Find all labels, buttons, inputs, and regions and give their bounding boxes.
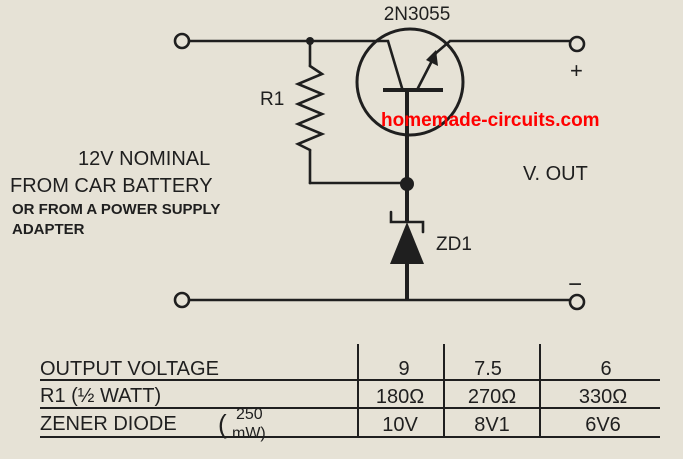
voltage-cell-2: 7.5	[474, 358, 502, 380]
input-label-line1: 12V NOMINAL	[78, 148, 210, 170]
rating-paren: (	[218, 409, 227, 439]
voltage-cell-1: 9	[398, 358, 409, 380]
zener-cell-1: 10V	[382, 414, 418, 436]
zener-triangle	[390, 222, 424, 264]
voltage-cell-3: 6	[600, 358, 611, 380]
base-junction-dot	[400, 177, 414, 191]
watermark-text: homemade-circuits.com	[381, 110, 600, 131]
rating-top: 250	[236, 406, 263, 423]
output-plus-sign: +	[570, 58, 583, 83]
transistor-body	[355, 27, 465, 137]
resistor-cell-3: 330Ω	[579, 386, 627, 408]
input-positive-terminal	[173, 32, 191, 50]
output-positive-rail	[434, 39, 572, 55]
resistor-cell-1: 180Ω	[376, 386, 424, 408]
transistor-collector	[376, 39, 404, 90]
zener-cell-2: 8V1	[474, 414, 510, 436]
zener-label: ZD1	[436, 234, 472, 255]
zener-cell-3: 6V6	[585, 414, 621, 436]
emitter-arrow	[426, 50, 438, 66]
table-row-output-voltage-label: OUTPUT VOLTAGE	[40, 358, 219, 380]
output-label: V. OUT	[523, 163, 588, 185]
input-label-line3: OR FROM A POWER SUPPLY	[12, 201, 220, 218]
table-row-zener-label: ZENER DIODE	[40, 413, 177, 435]
output-minus-sign: −	[568, 271, 582, 298]
input-label-line4: ADAPTER	[12, 221, 85, 238]
resistor-cell-2: 270Ω	[468, 386, 516, 408]
output-negative-terminal	[568, 293, 586, 311]
resistor-label: R1	[260, 89, 284, 110]
input-negative-terminal	[173, 291, 191, 309]
transistor-label: 2N3055	[384, 4, 451, 25]
input-label-line2: FROM CAR BATTERY	[10, 175, 213, 197]
table-row-r1-label: R1 (½ WATT)	[40, 385, 161, 407]
r1-resistor	[294, 64, 326, 152]
output-positive-terminal	[568, 35, 586, 53]
rating-bottom: mW)	[232, 425, 266, 442]
